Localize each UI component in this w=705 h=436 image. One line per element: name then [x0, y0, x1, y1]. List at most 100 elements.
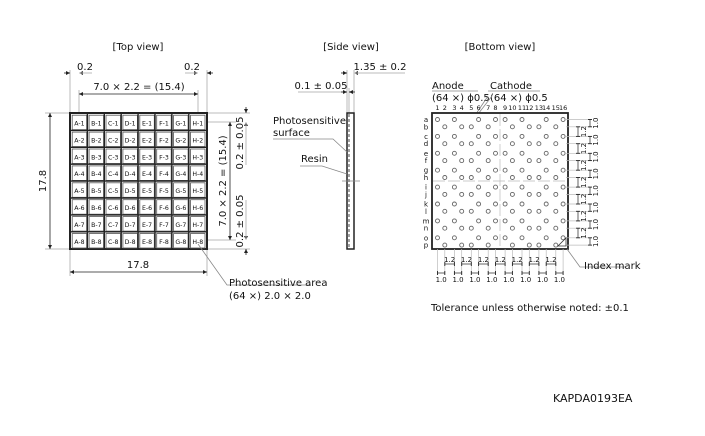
cell-label: C-6	[108, 205, 119, 212]
electrode-pad	[526, 141, 532, 147]
electrode-pad	[526, 191, 532, 197]
electrode-pad	[509, 191, 515, 197]
dim-margin-right: 0.2	[184, 62, 200, 73]
electrode-pad	[485, 208, 491, 214]
electrode-pad	[519, 150, 525, 156]
row-pitch-label: 1.2	[580, 143, 588, 154]
electrode-pad	[435, 117, 440, 122]
electrode-pad	[485, 158, 491, 164]
electrode-pad	[502, 201, 508, 207]
cell-label: F-8	[159, 239, 169, 246]
side-view: [Side view] 1.35 ± 0.2 0.1 ± 0.05 Photos…	[273, 42, 406, 250]
electrode-pad	[459, 208, 465, 214]
electrode-pad	[553, 141, 559, 147]
row-letter: g	[424, 167, 428, 175]
row-letter: e	[424, 150, 428, 158]
cell-label: F-3	[159, 154, 169, 161]
electrode-pad	[442, 208, 448, 214]
electrode-pad	[560, 218, 566, 224]
cathode-label: Cathode	[490, 81, 532, 92]
row-pitch-label: 1.0	[592, 151, 600, 162]
photosensitive-cell	[122, 165, 138, 181]
electrode-pad	[560, 117, 566, 122]
electrode-pad	[509, 225, 515, 231]
electrode-pad	[526, 208, 532, 214]
cell-label: E-7	[142, 222, 152, 229]
electrode-pad	[543, 150, 549, 156]
dim-tolerance-top: 0.2 ± 0.05	[235, 117, 246, 170]
electrode-pad	[459, 158, 465, 164]
electrode-pad	[526, 158, 532, 164]
electrode-pad	[435, 167, 440, 173]
electrode-pad	[536, 141, 542, 147]
electrode-pad	[509, 158, 515, 164]
column-pitch-label: 1.0	[520, 276, 531, 284]
cell-label: G-4	[175, 171, 186, 178]
electrode-pad	[502, 150, 508, 156]
column-pitch-dimensions: 1.01.21.01.21.01.21.01.21.01.21.01.21.01…	[436, 256, 565, 284]
dim-pitch-vertical: 7.0 × 2.2 = (15.4)	[218, 135, 229, 226]
electrode-pad	[493, 133, 498, 139]
column-pitch-label: 1.0	[537, 276, 548, 284]
column-number: 2	[443, 104, 447, 112]
row-pitch-label: 1.0	[592, 168, 600, 179]
electrode-pad	[519, 201, 525, 207]
cell-label: C-7	[108, 222, 119, 229]
row-pitch-label: 1.0	[592, 185, 600, 196]
electrode-pad	[459, 242, 465, 248]
electrode-pad	[451, 218, 457, 224]
electrode-pad	[543, 218, 549, 224]
cell-label: E-1	[142, 120, 152, 127]
dim-surface-depth: 0.1 ± 0.05	[295, 81, 348, 92]
column-number: 9	[503, 104, 507, 112]
electrode-pad	[543, 201, 549, 207]
electrode-pad	[476, 117, 482, 122]
column-pitch-label: 1.2	[461, 256, 472, 264]
electrode-pad	[526, 175, 532, 180]
electrode-pad	[543, 167, 549, 173]
cell-label: E-5	[142, 188, 152, 195]
cell-label: G-3	[175, 154, 186, 161]
electrode-pad	[442, 124, 448, 130]
cell-label: A-1	[74, 120, 84, 127]
cell-label: A-6	[74, 205, 84, 212]
electrode-pad	[493, 150, 498, 156]
drawing-code: KAPDA0193EA	[553, 392, 633, 405]
electrode-pad	[493, 201, 498, 207]
row-letter: b	[424, 123, 429, 131]
electrode-pad	[560, 184, 566, 190]
column-pitch-label: 1.0	[436, 276, 447, 284]
cell-label: B-5	[91, 188, 101, 195]
electrode-pad	[493, 184, 498, 190]
electrode-pad	[459, 175, 465, 180]
electrode-pad	[451, 167, 457, 173]
row-letter: h	[424, 174, 428, 182]
dim-pitch-horizontal: 7.0 × 2.2 = (15.4)	[93, 82, 184, 93]
electrode-pad	[553, 124, 559, 130]
row-pitch-label: 1.0	[592, 236, 600, 247]
electrode-pad	[435, 184, 440, 190]
electrode-pad	[519, 235, 525, 241]
column-pitch-label: 1.2	[512, 256, 523, 264]
electrode-pad	[543, 133, 549, 139]
cell-label: B-4	[91, 171, 101, 178]
row-letter: n	[424, 225, 428, 233]
column-number: 8	[493, 104, 497, 112]
electrode-pad	[502, 133, 508, 139]
column-number: 5	[469, 104, 473, 112]
anode-label: Anode	[432, 81, 464, 92]
electrode-pad	[502, 184, 508, 190]
electrode-pad	[509, 141, 515, 147]
electrode-pad	[468, 124, 474, 130]
photosensitive-cell	[190, 233, 206, 249]
cell-label: H-8	[192, 239, 203, 246]
row-pitch-label: 1.0	[592, 202, 600, 213]
electrode-pad	[502, 117, 508, 122]
row-letter: p	[424, 242, 429, 250]
row-pitch-label: 1.0	[592, 219, 600, 230]
electrode-pad	[468, 175, 474, 180]
column-pitch-label: 1.0	[452, 276, 463, 284]
row-pitch-label: 1.2	[580, 160, 588, 171]
cell-label: E-4	[142, 171, 152, 178]
